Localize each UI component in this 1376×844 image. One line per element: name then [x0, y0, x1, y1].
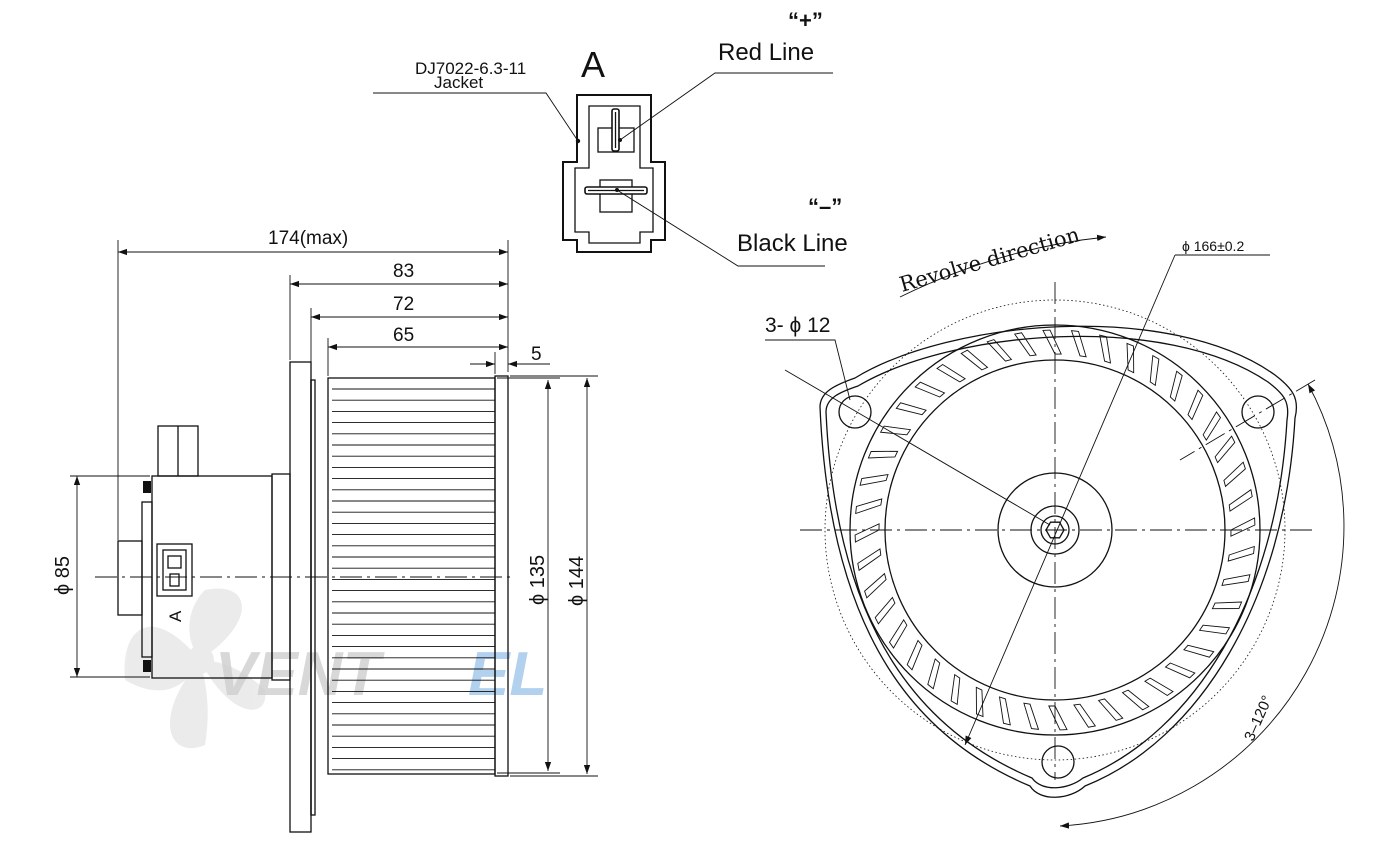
impeller-blade — [1169, 370, 1183, 402]
angle-label: 3–120° — [1241, 693, 1276, 744]
impeller-blade — [1121, 689, 1150, 711]
impeller-blade — [888, 619, 908, 649]
impeller-blade — [854, 523, 880, 543]
impeller-blade — [1214, 435, 1236, 464]
connector-detail — [373, 72, 833, 267]
red-line-label: Red Line — [718, 39, 814, 66]
impeller-blade — [864, 572, 887, 599]
black-line-label: Black Line — [737, 230, 848, 257]
impeller-blade — [1097, 698, 1124, 721]
side-view — [70, 240, 598, 833]
minus-mark: “–” — [808, 194, 842, 219]
impeller-blade — [1223, 461, 1246, 488]
impeller-blade — [1211, 601, 1243, 610]
impeller-blade — [1202, 411, 1222, 441]
impeller-blade — [1013, 332, 1037, 357]
impeller-blade — [1070, 330, 1087, 358]
impeller-blade — [1144, 677, 1174, 697]
impeller-blade — [950, 673, 961, 706]
front-view — [765, 234, 1345, 829]
dim-83: 83 — [393, 261, 414, 282]
watermark-text-main: VENT — [215, 640, 385, 709]
impeller-blade — [1023, 702, 1040, 730]
impeller-blade — [859, 473, 889, 486]
impeller-blade — [906, 639, 923, 671]
side-view-marker-A: A — [166, 610, 185, 622]
impeller-blade — [1099, 334, 1112, 364]
impeller-blade — [857, 548, 882, 572]
impeller-blade — [1221, 574, 1251, 587]
watermark: VENT EL — [124, 588, 547, 749]
impeller-blade — [1183, 644, 1215, 658]
holes-label: 3- ϕ 12 — [765, 314, 830, 337]
impeller-blade — [1042, 329, 1062, 355]
impeller-blade — [960, 349, 989, 371]
dim-phi-85: ϕ 85 — [52, 556, 74, 595]
impeller-blade — [1227, 545, 1255, 562]
impeller-blade — [1073, 703, 1097, 728]
impeller-blade — [895, 402, 927, 416]
impeller-blade — [998, 696, 1011, 726]
dim-65: 65 — [393, 325, 414, 346]
watermark-fan-icon — [124, 588, 266, 749]
impeller-blade — [1149, 354, 1160, 387]
revolve-direction-label: Revolve direction — [897, 222, 1083, 296]
dim-phi-144: ϕ 144 — [566, 556, 588, 606]
dim-72: 72 — [393, 294, 414, 315]
impeller-blade — [936, 363, 966, 383]
impeller-blade — [1187, 389, 1204, 421]
impeller-blade — [1230, 517, 1256, 537]
impeller-blade — [1048, 705, 1068, 731]
connector-jacket-label: Jacket — [434, 73, 483, 92]
impeller-blade — [867, 450, 899, 459]
impeller-blade — [1198, 624, 1231, 635]
impeller-blade — [879, 425, 912, 436]
dim-5: 5 — [531, 344, 542, 365]
impeller-blade — [1126, 342, 1135, 374]
impeller-blade — [1228, 488, 1253, 512]
dim-total-length: 174(max) — [268, 228, 348, 249]
plus-mark: “+” — [788, 8, 823, 33]
impeller-blade — [1164, 662, 1196, 679]
dim-phi-135: ϕ 135 — [527, 555, 549, 605]
impeller-blade — [927, 658, 941, 690]
impeller-blade — [975, 686, 984, 718]
impeller-blade — [914, 381, 946, 398]
connector-view-letter: A — [581, 44, 605, 85]
impeller-blade — [986, 339, 1013, 362]
impeller-blade — [874, 596, 896, 625]
connector-model-label: DJ7022-6.3-11 — [415, 59, 526, 78]
pcd-label: ϕ 166±0.2 — [1182, 238, 1244, 254]
impeller-blade — [855, 498, 883, 515]
